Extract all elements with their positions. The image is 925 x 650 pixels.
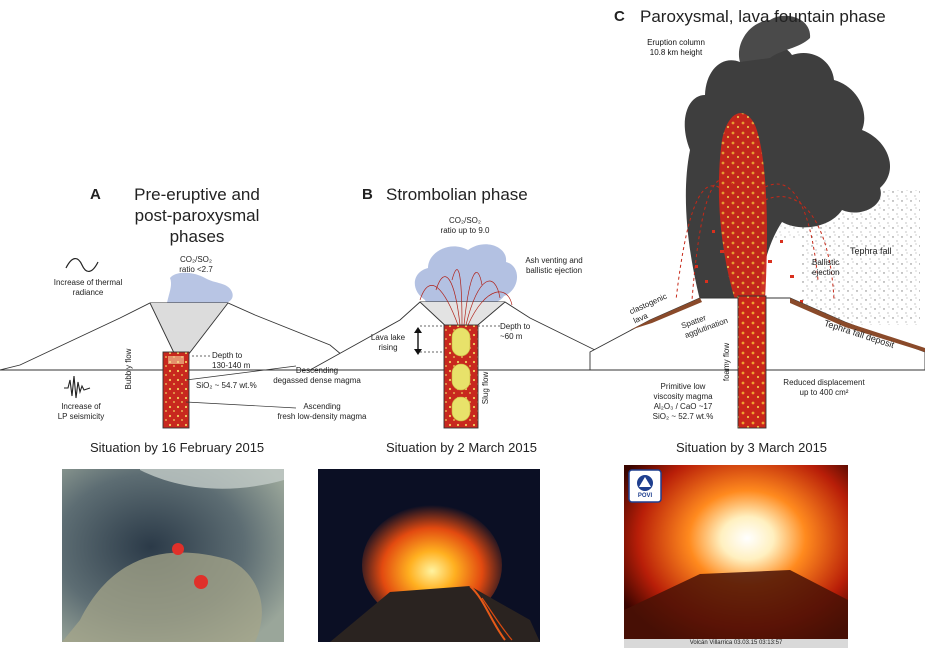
- panel-b-gas-ratio: CO₂/SO₂ ratio up to 9.0: [430, 216, 500, 236]
- panel-b-ash: Ash venting and ballistic ejection: [512, 256, 596, 276]
- panel-a-descending-line2: degassed dense magma: [273, 376, 361, 385]
- panel-c-column-line2: 10.8 km height: [649, 48, 703, 57]
- photo-b: [318, 469, 540, 642]
- panel-c-ballistic: Ballistic ejection: [812, 258, 862, 278]
- panel-c-tephra-fall: Tephra fall: [850, 246, 892, 256]
- panel-a-situation: Situation by 16 February 2015: [90, 440, 265, 455]
- panel-b-lava-lake-line1: Lava lake: [370, 333, 406, 342]
- panel-c-situation: Situation by 3 March 2015: [676, 440, 828, 455]
- photo-a: [62, 469, 284, 642]
- panel-a-thermal-line2: radiance: [72, 288, 104, 297]
- panel-a-ascending-line2: fresh low-density magma: [277, 412, 367, 421]
- panel-c-ballistic-line2: ejection: [812, 268, 840, 277]
- panel-b-ash-line1: Ash venting and: [525, 256, 583, 265]
- panel-a-descending: Descending degassed dense magma: [262, 366, 372, 386]
- webcam-caption: Volcán Villarrica 03.03.15 03:13:57: [689, 640, 783, 646]
- panel-b-ash-line2: ballistic ejection: [525, 266, 583, 275]
- panel-b-depth-line1: Depth to: [500, 322, 531, 331]
- panel-b-depth: Depth to ~60 m: [500, 322, 550, 342]
- panel-c-primitive: Primitive low viscosity magma Al₂O₃ / Ca…: [638, 382, 728, 422]
- panel-a-lp: Increase of LP seismicity: [44, 402, 118, 422]
- panel-b-flow-label: Slug flow: [481, 371, 490, 405]
- panel-a-thermal-line1: Increase of thermal: [53, 278, 123, 287]
- panel-a-lp-line1: Increase of: [61, 402, 101, 411]
- webcam-logo-text: POVI: [637, 493, 653, 499]
- panel-c-ballistic-line1: Ballistic: [812, 258, 840, 267]
- panel-a-flow-label: Bubbly flow: [124, 348, 133, 390]
- panel-a-letter: A: [90, 186, 101, 203]
- photo-c: [624, 465, 848, 648]
- panel-a-ascending-line1: Ascending: [303, 402, 341, 411]
- panel-b-title: Strombolian phase: [386, 185, 528, 204]
- panel-c-volcano: [589, 15, 925, 429]
- panel-a-gas-ratio: CO₂/SO₂ ratio <2.7: [166, 255, 226, 275]
- panel-a-volcano: [0, 258, 362, 429]
- panel-a-ascending: Ascending fresh low-density magma: [262, 402, 382, 422]
- panel-a-title-line1: Pre-eruptive and: [134, 185, 260, 204]
- panel-b-depth-line2: ~60 m: [500, 332, 523, 341]
- panel-c-primitive-line4: SiO₂ ~ 52.7 wt.%: [652, 412, 714, 421]
- panel-b-letter: B: [362, 186, 373, 203]
- panel-a-depth-line2: 130-140 m: [212, 361, 251, 370]
- panel-a-gas-ratio-line2: ratio <2.7: [179, 265, 213, 274]
- panel-c-letter: C: [614, 8, 625, 25]
- panel-a-sio2: SiO₂ ~ 54.7 wt.%: [196, 381, 257, 390]
- panel-b-gas-ratio-line2: ratio up to 9.0: [440, 226, 490, 235]
- panel-b-volcano: [308, 244, 601, 429]
- panel-c-column: Eruption column 10.8 km height: [636, 38, 716, 58]
- panel-c-column-line1: Eruption column: [647, 38, 705, 47]
- panel-a-depth-line1: Depth to: [212, 351, 243, 360]
- panel-a-lp-line2: LP seismicity: [57, 412, 105, 421]
- panel-b-gas-ratio-line1: CO₂/SO₂: [449, 216, 481, 225]
- panel-c-primitive-line1: Primitive low: [660, 382, 706, 391]
- panel-c-displacement-line2: up to 400 cm²: [799, 388, 849, 397]
- panel-b-lava-lake: Lava lake rising: [362, 333, 414, 353]
- panel-c-displacement: Reduced displacement up to 400 cm²: [772, 378, 876, 398]
- panel-a-title-line2: post-paroxysmal phases: [134, 206, 260, 246]
- panel-b-lava-lake-line2: rising: [378, 343, 398, 352]
- panel-a-gas-ratio-line1: CO₂/SO₂: [180, 255, 212, 264]
- panel-a-title: Pre-eruptive and post-paroxysmal phases: [112, 184, 282, 247]
- panel-c-primitive-line2: viscosity magma: [653, 392, 713, 401]
- panel-b-situation: Situation by 2 March 2015: [386, 440, 538, 455]
- panel-a-thermal: Increase of thermal radiance: [42, 278, 134, 298]
- panel-c-title: Paroxysmal, lava fountain phase: [640, 7, 886, 26]
- panel-c-displacement-line1: Reduced displacement: [783, 378, 865, 387]
- panel-a-depth: Depth to 130-140 m: [212, 351, 272, 371]
- panel-a-descending-line1: Descending: [295, 366, 339, 375]
- panel-c-primitive-line3: Al₂O₃ / CaO ~17: [653, 402, 713, 411]
